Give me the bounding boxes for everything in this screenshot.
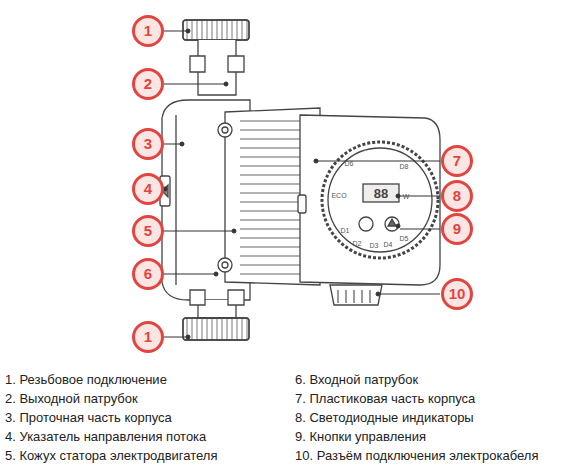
- callout-number: 8: [441, 180, 473, 212]
- panel-marking: D3: [370, 242, 379, 249]
- legend-item: 8. Светодиодные индикаторы: [295, 410, 474, 425]
- panel-marking: D6: [345, 160, 354, 167]
- panel-marking: D5: [400, 235, 409, 242]
- legend-item: 5. Кожух статора электродвигателя: [5, 448, 217, 463]
- legend-item: 9. Кнопки управления: [295, 429, 426, 444]
- callout-number: 5: [132, 215, 164, 247]
- panel-marking: D8: [400, 163, 409, 170]
- callout-number: 1: [132, 321, 164, 353]
- panel-marking: ECO: [331, 192, 346, 199]
- callout-number: 9: [441, 213, 473, 245]
- legend-item: 10. Разъём подключения электрокабеля: [295, 448, 538, 463]
- display-digits: 88: [374, 186, 388, 201]
- panel-marking: D1: [341, 227, 350, 234]
- legend-item: 4. Указатель направления потока: [5, 429, 206, 444]
- legend-item: 3. Проточная часть корпуса: [5, 410, 172, 425]
- panel-marking: D2: [353, 240, 362, 247]
- legend-item: 7. Пластиковая часть корпуса: [295, 391, 475, 406]
- callout-number: 4: [132, 173, 164, 205]
- legend-item: 2. Выходной патрубок: [5, 391, 138, 406]
- callout-number: 7: [441, 145, 473, 177]
- panel-marking: W: [403, 193, 410, 200]
- legend-item: 6. Входной патрубок: [295, 372, 418, 387]
- legend-item: 1. Резьбовое подключение: [5, 372, 167, 387]
- callout-number: 3: [132, 128, 164, 160]
- panel-marking: D4: [384, 241, 393, 248]
- callout-number: 1: [132, 15, 164, 47]
- callout-number: 6: [132, 258, 164, 290]
- leader-lines: [162, 29, 440, 339]
- callout-number: 10: [441, 278, 473, 310]
- callout-number: 2: [132, 68, 164, 100]
